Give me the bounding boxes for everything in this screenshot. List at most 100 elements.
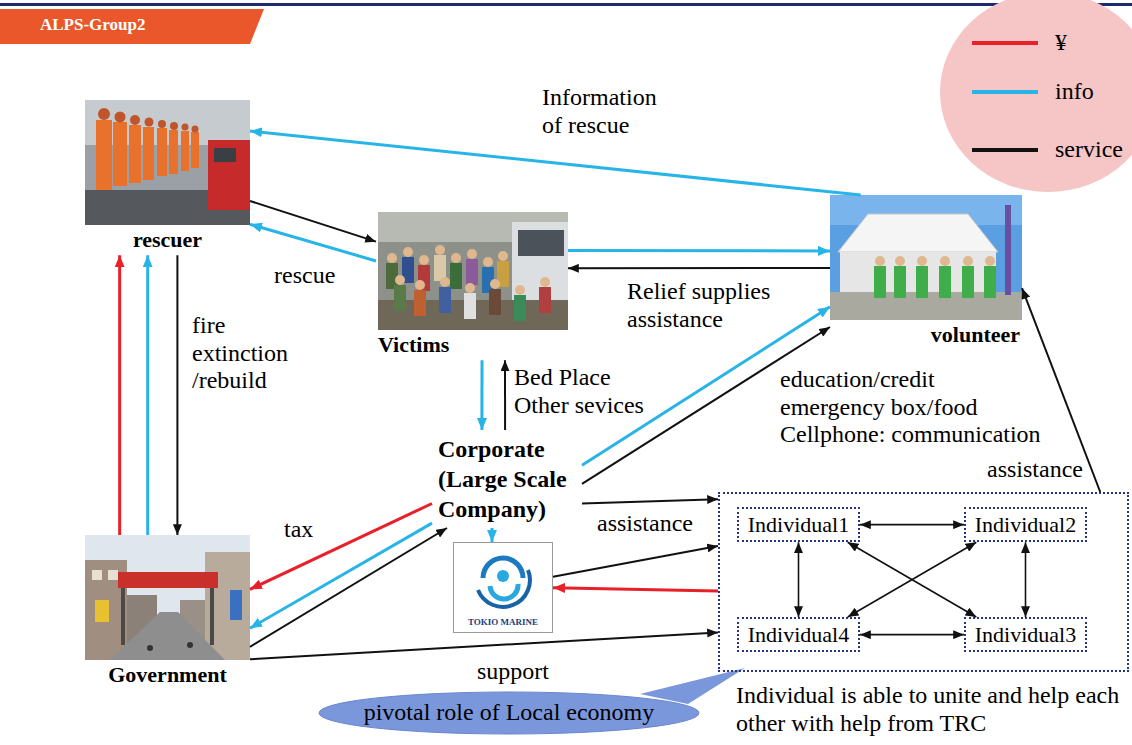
edge-label-box: Information of rescue [540, 84, 670, 139]
government-photo [85, 535, 250, 660]
flow-arrow [250, 632, 718, 659]
bus-window [518, 230, 564, 256]
logo-dot [497, 570, 509, 582]
crowd-head [515, 285, 525, 295]
individual-box: Individual2 [964, 507, 1087, 542]
rescuer-figure [181, 131, 189, 171]
legend-text: service [1055, 136, 1123, 164]
callout-pointer [640, 668, 745, 704]
flow-arrow [146, 255, 149, 535]
street [110, 612, 225, 660]
shop-sign [95, 600, 109, 622]
crowd-figure [414, 290, 426, 316]
group-box: Individual is able to unite and help eac… [718, 492, 1129, 672]
rescuer-photo [85, 100, 250, 225]
node-label: Individual4 [743, 622, 854, 647]
banner-pole [1005, 205, 1011, 295]
legend-text: info [1055, 78, 1094, 106]
flow-arrow [491, 528, 494, 542]
edge-label: tax [282, 516, 315, 544]
flow-arrow [118, 255, 121, 535]
crowd-head [490, 279, 500, 289]
flow-arrow [250, 224, 376, 261]
edge-label-box: education/credit emergency box/food Cell… [778, 366, 1046, 449]
rescuer-figure [113, 122, 127, 186]
flow-arrow [176, 255, 178, 535]
crowd-head [435, 245, 445, 255]
flow-arrow [848, 542, 977, 617]
flow-arrow [504, 360, 506, 430]
callout-outline [319, 692, 699, 734]
edge-label-box: Relief supplies assistance [625, 278, 785, 333]
crowd-head [465, 283, 475, 293]
flow-arrow [860, 524, 964, 526]
node-label: pivotal role of Local economy [364, 699, 655, 727]
node-label: Corporate (Large Scale Company) [438, 434, 576, 524]
edge-label-box: fire extinction /rebuild [190, 312, 300, 395]
edge-label: support [475, 658, 551, 686]
rescuer-head [98, 108, 110, 120]
flow-arrow [848, 542, 977, 617]
truck-window [214, 148, 236, 162]
flow-arrow [480, 360, 483, 430]
volunteer-head [895, 256, 905, 266]
shop-sign [230, 590, 242, 620]
node-label: Victims [378, 332, 566, 357]
crowd-head [403, 247, 413, 257]
edge-label-box: Bed Place Other sevices [512, 364, 652, 419]
flow-arrow [250, 528, 447, 647]
photo-ground [378, 212, 568, 330]
crowd-figure [394, 285, 406, 311]
flow-arrow [250, 504, 432, 590]
edge-label: education/credit emergency box/food Cell… [778, 366, 1046, 449]
crowd-head [387, 253, 397, 263]
legend-row: info [972, 78, 1094, 106]
edge-label: Bed Place Other sevices [512, 364, 652, 419]
node-label: TOKIO MARINE [456, 617, 550, 627]
rescuer-figure [143, 127, 154, 180]
photo-node: volunteer [830, 195, 1022, 350]
volunteer-head [917, 256, 927, 266]
photo-node: rescuer [85, 100, 250, 255]
building [205, 552, 250, 660]
edge-label-box: support [475, 658, 555, 686]
edge-label: assistance [985, 456, 1085, 484]
flow-arrow [553, 546, 718, 577]
rescuer-head [115, 112, 126, 123]
photo-ground [85, 100, 250, 225]
pedestrian [147, 645, 153, 651]
fire-truck [208, 140, 250, 210]
edge-label-box: tax [282, 516, 318, 544]
flow-arrow [860, 634, 964, 636]
logo-swirl [490, 584, 518, 599]
edge-label: rescue [272, 262, 337, 290]
crowd-head [440, 277, 450, 287]
flow-arrow [250, 523, 432, 628]
crowd-figure [466, 259, 478, 285]
rescuer-head [145, 118, 154, 127]
legend-line [972, 41, 1038, 45]
volunteer-figure [939, 266, 951, 298]
building-window [108, 570, 118, 580]
crowd-figure [450, 263, 462, 289]
photo-node: Government [85, 535, 250, 690]
rescuer-head [130, 115, 140, 125]
crowd-head [419, 255, 429, 265]
title-tab [0, 9, 264, 44]
rescuer-figure [169, 130, 178, 174]
title-text: ALPS-Group2 [40, 15, 146, 35]
rescuer-figure [96, 120, 112, 190]
node-label: Government [87, 662, 248, 687]
crowd-head [467, 249, 477, 259]
logo-ground [454, 543, 552, 634]
edge-label-box: assistance [985, 456, 1085, 484]
volunteer-figure [984, 266, 996, 298]
pedestrian [187, 642, 193, 648]
individual-box: Individual3 [964, 617, 1087, 652]
rescuer-figure [191, 132, 199, 168]
flow-arrow [568, 267, 830, 269]
crowd-figure [514, 295, 526, 321]
volunteer-figure [874, 266, 886, 298]
edge-label: fire extinction /rebuild [190, 312, 300, 395]
